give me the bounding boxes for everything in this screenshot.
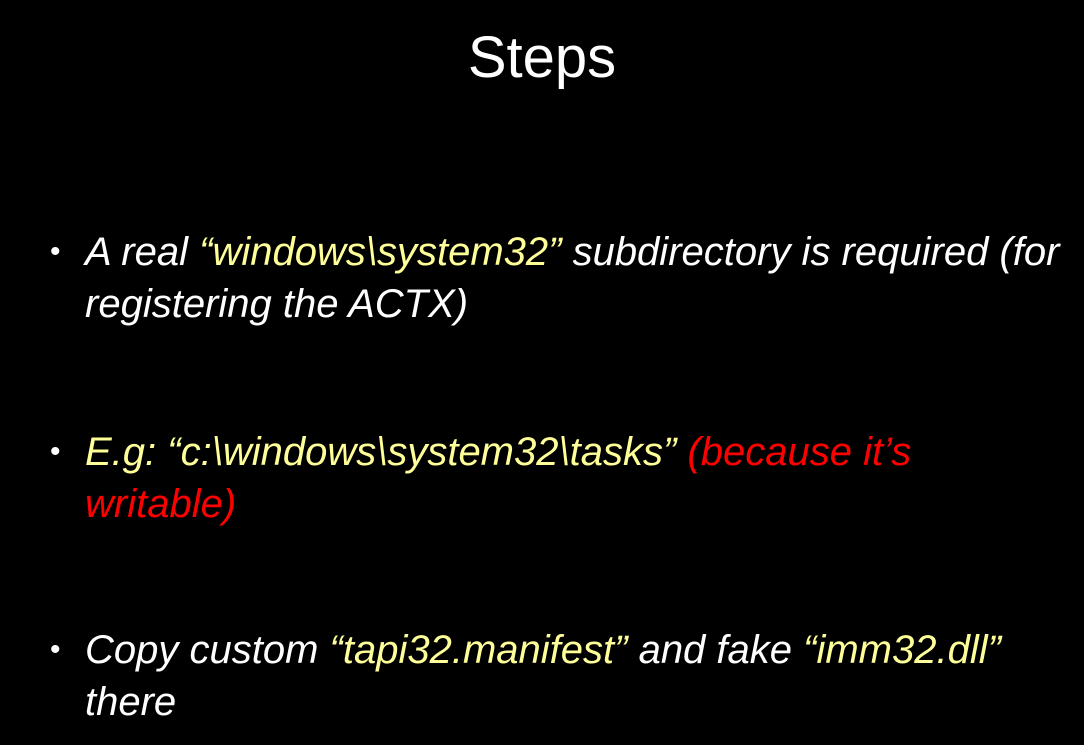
- bullet-dot-icon: •: [50, 235, 61, 268]
- bullet-dot-icon: •: [50, 633, 61, 666]
- bullet-dot-icon: •: [50, 435, 61, 468]
- bullet-text-segment-highlight: “imm32.dll”: [803, 628, 1001, 672]
- bullet-text-segment-highlight: “windows\system32”: [199, 230, 562, 274]
- bullet-text: A real “windows\system32” subdirectory i…: [85, 226, 1060, 330]
- bullet-text: Copy custom “tapi32.manifest” and fake “…: [85, 624, 1060, 728]
- bullet-text-segment-warning: (because it’s writable): [85, 430, 912, 526]
- bullet-item: • Copy custom “tapi32.manifest” and fake…: [50, 624, 1060, 728]
- bullet-text-segment: there: [85, 680, 177, 724]
- bullet-text-segment: subdirectory is required (for registerin…: [85, 230, 1060, 326]
- bullet-text-segment-highlight: E.g: “c:\windows\system32\tasks”: [85, 430, 677, 474]
- bullet-item: • A real “windows\system32” subdirectory…: [50, 226, 1060, 330]
- bullet-text-segment: A real: [85, 230, 200, 274]
- slide-title: Steps: [467, 25, 617, 90]
- bullet-text-segment-highlight: “tapi32.manifest”: [329, 628, 628, 672]
- bullet-item: • E.g: “c:\windows\system32\tasks” (beca…: [50, 426, 1060, 530]
- bullet-text-segment: Copy custom: [85, 628, 330, 672]
- bullet-text: E.g: “c:\windows\system32\tasks” (becaus…: [85, 426, 1060, 530]
- bullet-text-segment: and fake: [627, 628, 804, 672]
